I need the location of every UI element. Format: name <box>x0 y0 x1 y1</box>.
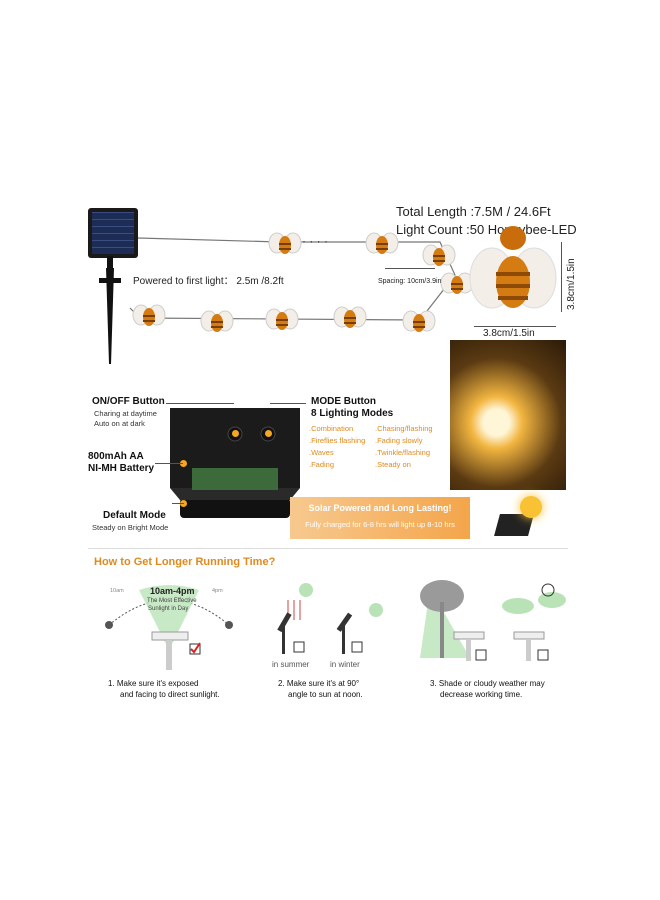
mode-item: .Fading <box>309 460 335 469</box>
ground-stake <box>99 256 121 364</box>
height-dimension: 3.8cm/1.5in <box>566 258 577 310</box>
light-count: Light Count :50 Honeybee-LED <box>396 222 577 237</box>
time-right: 4pm <box>212 588 223 594</box>
solar-panel <box>88 208 138 258</box>
mode-sub: 8 Lighting Modes <box>311 408 394 419</box>
in-winter: in winter <box>330 660 360 669</box>
tip2-line2: angle to sun at noon. <box>288 690 363 699</box>
bee-light <box>402 308 436 334</box>
mode-item: .Fading slowly <box>375 436 423 445</box>
bee-light <box>333 304 367 330</box>
bee-closeup <box>469 226 557 309</box>
battery-line2: NI-MH Battery <box>88 463 155 474</box>
tip2-line1: 2. Make sure it's at 90° <box>278 679 360 688</box>
onoff-sub1: Charing at daytime <box>94 409 157 418</box>
time-left: 10am <box>110 588 124 594</box>
section-divider <box>88 548 568 549</box>
mode-item: .Steady on <box>375 460 411 469</box>
in-summer: in summer <box>272 660 310 669</box>
spacing-label: Spacing: 10cm/3.9in <box>378 278 442 285</box>
bee-light <box>200 308 234 334</box>
mode-item: .Chasing/flashing <box>375 424 433 433</box>
total-length: Total Length :7.5M / 24.6Ft <box>396 204 551 219</box>
default-mode-title: Default Mode <box>103 510 166 521</box>
mode-title: MODE Button <box>311 396 376 407</box>
first-light-distance: Powered to first light： 2.5m /8.2ft <box>133 276 284 287</box>
mode-item: .Twinkle/flashing <box>375 448 431 457</box>
bee-light <box>265 306 299 332</box>
banner-sub: Fully charged for 6-8 hrs will light up … <box>305 520 455 529</box>
time-window: 10am-4pm <box>150 586 195 596</box>
mode-item: .Combination <box>309 424 354 433</box>
product-diagram: · · · · Total Length :7.5M / 24.6Ft Ligh… <box>0 190 660 364</box>
tip3-line1: 3. Shade or cloudy weather may <box>430 679 545 688</box>
time-sub2: Sunlight in Day <box>148 606 189 612</box>
default-mode-sub: Steady on Bright Mode <box>92 523 169 532</box>
onoff-title: ON/OFF Button <box>92 396 165 407</box>
bee-light <box>268 230 302 256</box>
tip3-line2: decrease working time. <box>440 690 523 699</box>
ellipsis: · · · · <box>302 234 328 248</box>
control-box <box>170 408 300 518</box>
mode-item: .Waves <box>309 448 334 457</box>
width-dimension: 3.8cm/1.5in <box>483 328 535 339</box>
onoff-sub2: Auto on at dark <box>94 419 145 428</box>
long-lasting-banner: Solar Powered and Long Lasting! Fully ch… <box>290 497 470 539</box>
tip1-line2: and facing to direct sunlight. <box>120 690 220 699</box>
banner-title: Solar Powered and Long Lasting! <box>308 503 452 513</box>
bee-light <box>132 302 166 328</box>
tip1-line1: 1. Make sure it's exposed <box>108 679 199 688</box>
sun-arc-illustration <box>105 585 233 670</box>
bee-light <box>365 230 399 256</box>
battery-line1: 800mAh AA <box>88 451 144 462</box>
glow-photo <box>450 340 566 490</box>
mode-item: .Fireflies flashing <box>309 436 366 445</box>
bee-light <box>422 242 456 268</box>
time-sub1: The Most Effective <box>147 598 197 604</box>
angle-illustration <box>277 583 383 654</box>
tips-heading: How to Get Longer Running Time? <box>94 556 276 568</box>
sun-icon <box>520 496 542 518</box>
shade-illustration <box>420 580 566 661</box>
